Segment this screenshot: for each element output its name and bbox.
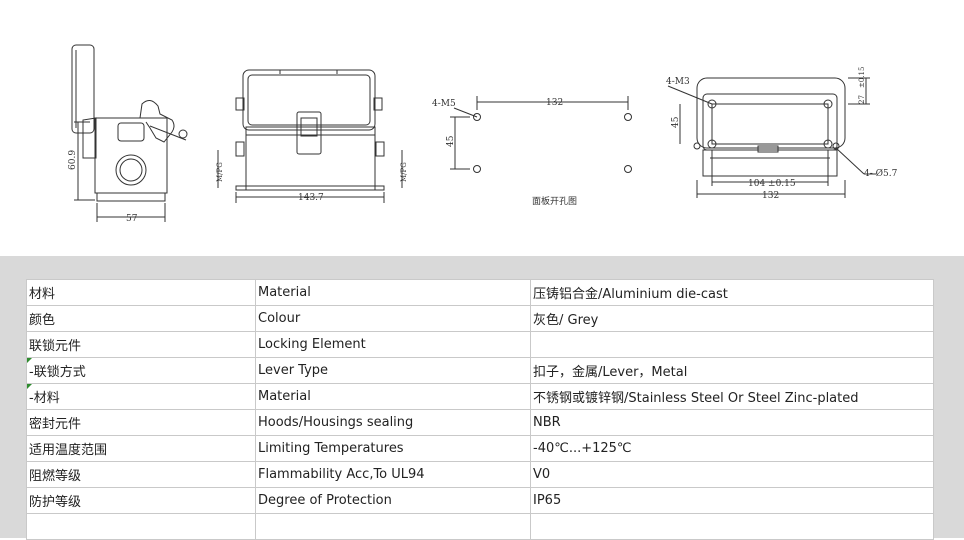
spec-chinese-label-text: 密封元件 bbox=[29, 417, 82, 432]
top-tol-b: ±0.15 bbox=[858, 67, 866, 88]
front-width-dim: 143.7 bbox=[298, 193, 324, 203]
spec-value-text: 压铸铝合金/Aluminium die-cast bbox=[533, 287, 728, 302]
side-width-dim: 57 bbox=[126, 214, 138, 224]
spec-chinese-label: 适用温度范围 bbox=[26, 435, 256, 462]
spec-value: 不锈钢或镀锌钢/Stainless Steel Or Steel Zinc-pl… bbox=[530, 383, 934, 410]
spec-value: IP65 bbox=[530, 487, 934, 514]
spec-english-label bbox=[255, 513, 531, 540]
spec-chinese-label: 材料 bbox=[26, 279, 256, 306]
spec-chinese-label-text: 联锁元件 bbox=[29, 339, 82, 354]
technical-drawing: 60.9 57 143.7 M/PG bbox=[0, 0, 964, 256]
table-row: 联锁元件 Locking Element bbox=[26, 331, 934, 358]
spec-chinese-label-text: 阻燃等级 bbox=[29, 469, 82, 484]
table-row: 材料 Material 压铸铝合金/Aluminium die-cast bbox=[26, 279, 934, 306]
comment-marker-icon bbox=[27, 384, 32, 389]
spec-chinese-label: 阻燃等级 bbox=[26, 461, 256, 488]
table-row: 颜色 Colour 灰色/ Grey bbox=[26, 305, 934, 332]
top-hole-label: 4- Ø5.7 bbox=[864, 168, 898, 179]
spec-value-text: 扣子，金属/Lever，Metal bbox=[533, 365, 688, 380]
spec-value bbox=[530, 331, 934, 358]
spec-value-text: -40℃...+125℃ bbox=[533, 441, 632, 456]
spec-english-label-text: Material bbox=[258, 389, 311, 404]
front-left-label: M/PG bbox=[216, 162, 224, 182]
table-row: 密封元件 Hoods/Housings sealing NBR bbox=[26, 409, 934, 436]
spec-english-label: Degree of Protection bbox=[255, 487, 531, 514]
top-inner-width-dim: 104 ±0.15 bbox=[748, 179, 796, 189]
spec-value: 压铸铝合金/Aluminium die-cast bbox=[530, 279, 934, 306]
spec-value: NBR bbox=[530, 409, 934, 436]
side-view: 60.9 57 bbox=[68, 44, 188, 224]
panel-cutout: 4-M5 132 45 面板开孔图 bbox=[432, 96, 632, 207]
spec-value: 灰色/ Grey bbox=[530, 305, 934, 332]
spec-english-label-text: Degree of Protection bbox=[258, 493, 392, 508]
spec-english-label-text: Hoods/Housings sealing bbox=[258, 415, 414, 430]
spec-chinese-label: 颜色 bbox=[26, 305, 256, 332]
table-row: 防护等级 Degree of Protection IP65 bbox=[26, 487, 934, 514]
spec-value: 扣子，金属/Lever，Metal bbox=[530, 357, 934, 384]
spec-english-label-text: Locking Element bbox=[258, 337, 366, 352]
spec-english-label: Lever Type bbox=[255, 357, 531, 384]
spec-chinese-label: 密封元件 bbox=[26, 409, 256, 436]
spec-english-label: Material bbox=[255, 383, 531, 410]
spec-english-label: Material bbox=[255, 279, 531, 306]
comment-marker-icon bbox=[27, 358, 32, 363]
spec-english-label-text: Limiting Temperatures bbox=[258, 441, 404, 456]
spec-english-label-text: Material bbox=[258, 285, 311, 300]
table-row: -联锁方式 Lever Type 扣子，金属/Lever，Metal bbox=[26, 357, 934, 384]
top-outer-width-dim: 132 bbox=[762, 191, 779, 201]
spec-section: 材料 Material 压铸铝合金/Aluminium die-cast 颜色 Colo… bbox=[0, 256, 964, 540]
spec-chinese-label: 防护等级 bbox=[26, 487, 256, 514]
cutout-thread-label: 4-M5 bbox=[432, 99, 456, 109]
spec-value-text: IP65 bbox=[533, 493, 562, 508]
top-height-b-dim: 27 bbox=[858, 95, 866, 104]
spec-chinese-label: 联锁元件 bbox=[26, 331, 256, 358]
spec-value-text: V0 bbox=[533, 467, 551, 482]
spec-value: -40℃...+125℃ bbox=[530, 435, 934, 462]
spec-english-label: Hoods/Housings sealing bbox=[255, 409, 531, 436]
spec-value-text: 灰色/ Grey bbox=[533, 313, 599, 328]
spec-chinese-label: -联锁方式 bbox=[26, 357, 256, 384]
top-height-a-dim: 45 bbox=[671, 116, 681, 128]
spec-chinese-label: -材料 bbox=[26, 383, 256, 410]
front-right-label: M/PG bbox=[400, 162, 408, 182]
side-height-dim: 60.9 bbox=[68, 150, 78, 170]
spec-chinese-label-text: 防护等级 bbox=[29, 495, 82, 510]
table-row bbox=[26, 513, 934, 540]
spec-value-text: 不锈钢或镀锌钢/Stainless Steel Or Steel Zinc-pl… bbox=[533, 391, 859, 406]
cutout-height-dim: 45 bbox=[446, 135, 456, 147]
spec-value-text: NBR bbox=[533, 415, 561, 430]
spec-chinese-label-text: 材料 bbox=[29, 287, 56, 302]
technical-drawing-svg: 60.9 57 143.7 M/PG bbox=[68, 44, 898, 224]
spec-chinese-label-text: 适用温度范围 bbox=[29, 443, 108, 458]
spec-english-label: Locking Element bbox=[255, 331, 531, 358]
spec-value: V0 bbox=[530, 461, 934, 488]
cutout-caption: 面板开孔图 bbox=[532, 195, 577, 207]
spec-english-label-text: Lever Type bbox=[258, 363, 329, 378]
spec-english-label: Flammability Acc,To UL94 bbox=[255, 461, 531, 488]
top-view: 4-M3 4- Ø5.7 104 ±0.15 132 bbox=[666, 67, 898, 201]
spec-english-label-text: Flammability Acc,To UL94 bbox=[258, 467, 425, 482]
cutout-width-dim: 132 bbox=[546, 98, 563, 108]
spec-chinese-label bbox=[26, 513, 256, 540]
spec-chinese-label-text: 颜色 bbox=[29, 313, 56, 328]
spec-chinese-label-text: -材料 bbox=[29, 391, 60, 406]
spec-english-label-text: Colour bbox=[258, 311, 301, 326]
front-view: 143.7 M/PG M/PG bbox=[216, 69, 408, 203]
table-row: 适用温度范围 Limiting Temperatures -40℃...+125℃ bbox=[26, 435, 934, 462]
spec-english-label: Limiting Temperatures bbox=[255, 435, 531, 462]
spec-chinese-label-text: -联锁方式 bbox=[29, 365, 86, 380]
spec-value bbox=[530, 513, 934, 540]
table-row: -材料 Material 不锈钢或镀锌钢/Stainless Steel Or St… bbox=[26, 383, 934, 410]
spec-english-label: Colour bbox=[255, 305, 531, 332]
table-row: 阻燃等级 Flammability Acc,To UL94 V0 bbox=[26, 461, 934, 488]
top-thread-label: 4-M3 bbox=[666, 77, 690, 87]
spec-table: 材料 Material 压铸铝合金/Aluminium die-cast 颜色 Colo… bbox=[26, 279, 934, 540]
